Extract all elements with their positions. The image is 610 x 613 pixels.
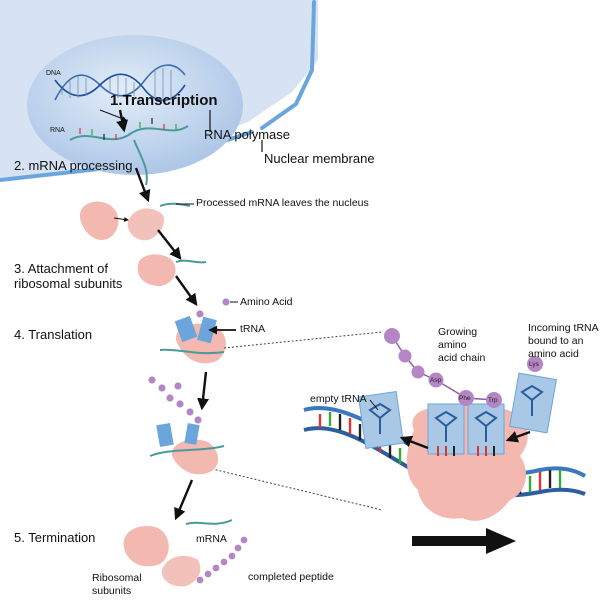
zoom-ribosome — [406, 405, 528, 521]
amino-acid-label: Amino Acid — [240, 296, 293, 308]
trna-mid-a — [156, 422, 174, 448]
ribosome-step3 — [137, 254, 176, 286]
residue-lys: Lys — [529, 361, 539, 368]
mrna-step4 — [159, 348, 225, 355]
growing-chain-label-1: Growing — [438, 326, 478, 338]
zoom-line-top — [223, 331, 383, 349]
arrow-r1 — [113, 216, 129, 222]
transcription-down-arrow — [116, 109, 129, 133]
arrow-to-step4 — [175, 275, 198, 306]
step-2-label: 2. mRNA processing — [14, 158, 133, 173]
trna-box-step4-b — [197, 316, 217, 344]
arrow-processing-out — [134, 167, 151, 203]
ribosome-mid — [171, 439, 219, 475]
growing-chain-label-3: acid chain — [438, 352, 486, 364]
step-3-label-a: 3. Attachment of — [14, 261, 108, 276]
transcription-label: 1.Transcription — [110, 92, 218, 109]
rna-polymerase-label: RNA polymase — [204, 127, 290, 142]
step-4-label: 4. Translation — [14, 327, 93, 342]
step-5-label: 5. Termination — [14, 530, 96, 545]
empty-trna-pointer — [369, 399, 379, 411]
trna-box-step4-a — [174, 315, 198, 343]
incoming-trna-label-1: Incoming tRNA — [528, 322, 599, 334]
arrow-to-step3 — [157, 229, 182, 260]
zoom-trna-a-site — [467, 403, 505, 456]
completed-peptide-chain — [196, 536, 248, 584]
residue-phe: Phe — [459, 395, 471, 402]
ribosomal-subunits-label-2: subunits — [92, 585, 132, 597]
incoming-trna-label-3: amino acid — [528, 348, 579, 360]
mrna-step3 — [175, 259, 207, 264]
rna-strand — [69, 125, 189, 141]
processed-mrna-strand — [159, 202, 191, 207]
nuclear-membrane-label: Nuclear membrane — [264, 151, 375, 166]
rna-label: RNA — [50, 127, 65, 134]
ribosome-small-1 — [127, 208, 165, 241]
growing-chain-label-2: amino — [438, 339, 467, 351]
arrow-empty-trna — [399, 435, 429, 450]
direction-arrow — [412, 528, 516, 554]
dna-rungs — [61, 68, 172, 102]
mrna-mid — [149, 445, 225, 457]
ribosomal-subunits-label-1: Ribosomal — [92, 572, 142, 584]
step-3-label-b: ribosomal subunits — [14, 276, 123, 291]
dna-helix — [54, 64, 186, 102]
ribosome-small-final — [161, 555, 201, 587]
ribosome-large-1 — [79, 201, 119, 240]
trna-mid-b — [184, 423, 200, 445]
processed-mrna-label: Processed mRNA leaves the nucleus — [196, 197, 369, 209]
zoom-trna-p-site — [427, 403, 465, 456]
amino-acid-step4 — [222, 298, 230, 306]
ribosome-large-final — [123, 526, 169, 567]
empty-trna-label: empty tRNA — [310, 393, 367, 405]
zoom-line-bottom — [199, 465, 383, 511]
residue-trp: Trp — [488, 397, 498, 404]
arrow-step4-mid — [197, 371, 210, 411]
zoom-amino-beads — [384, 328, 543, 408]
peptide-chain-mid — [148, 376, 202, 424]
mrna-exit-strand — [133, 139, 148, 186]
completed-peptide-label: completed peptide — [248, 571, 334, 583]
nucleolus — [27, 35, 243, 175]
mrna-final — [185, 519, 233, 525]
arrow-to-step5 — [174, 479, 194, 521]
arrow-incoming-trna — [505, 430, 531, 443]
mrna-label: mRNA — [196, 533, 227, 545]
amino-acid-step4-b — [196, 310, 204, 318]
trna-label: tRNA — [240, 323, 266, 335]
residue-asp: Asp — [430, 377, 442, 384]
incoming-trna-label-2: bound to an — [528, 335, 584, 347]
zoom-incoming-trna — [509, 372, 557, 434]
zoom-empty-trna — [358, 391, 404, 449]
dna-label: DNA — [46, 70, 61, 77]
rna-bases — [79, 118, 177, 140]
